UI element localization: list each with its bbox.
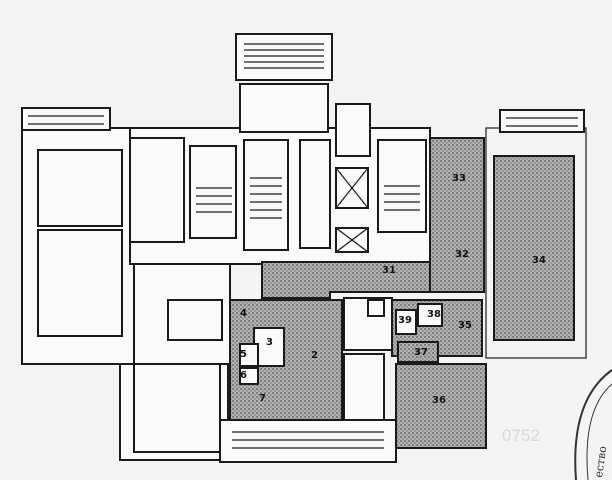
- left-lower-wing: [119, 361, 229, 461]
- room-label-37: 37: [414, 347, 428, 358]
- room-label-3: 3: [266, 337, 273, 348]
- room-label-34: 34: [532, 255, 546, 266]
- room-label-38: 38: [427, 309, 441, 320]
- room-label-35: 35: [458, 320, 472, 331]
- room-label-36: 36: [432, 395, 446, 406]
- room-label-31: 31: [382, 265, 396, 276]
- right-wing: [485, 109, 587, 359]
- room-label-5: 5: [240, 349, 247, 360]
- room-label-6: 6: [240, 370, 247, 381]
- room-label-2: 2: [311, 350, 318, 361]
- bottom-entrance: [219, 419, 397, 463]
- left-wing: [21, 107, 135, 365]
- room-label-32: 32: [455, 249, 469, 260]
- room-label-4: 4: [240, 308, 247, 319]
- watermark-text: 0752: [502, 426, 540, 445]
- room-label-39: 39: [398, 315, 412, 326]
- stamp: ество: [574, 369, 612, 480]
- room-label-33: 33: [452, 173, 466, 184]
- left-middle-rooms: [133, 263, 231, 365]
- middle-unshaded: [343, 297, 393, 421]
- top-entrance: [235, 33, 333, 81]
- stamp-text: ество: [592, 445, 609, 478]
- room-label-7: 7: [259, 393, 266, 404]
- shaded-apartment: [229, 137, 575, 449]
